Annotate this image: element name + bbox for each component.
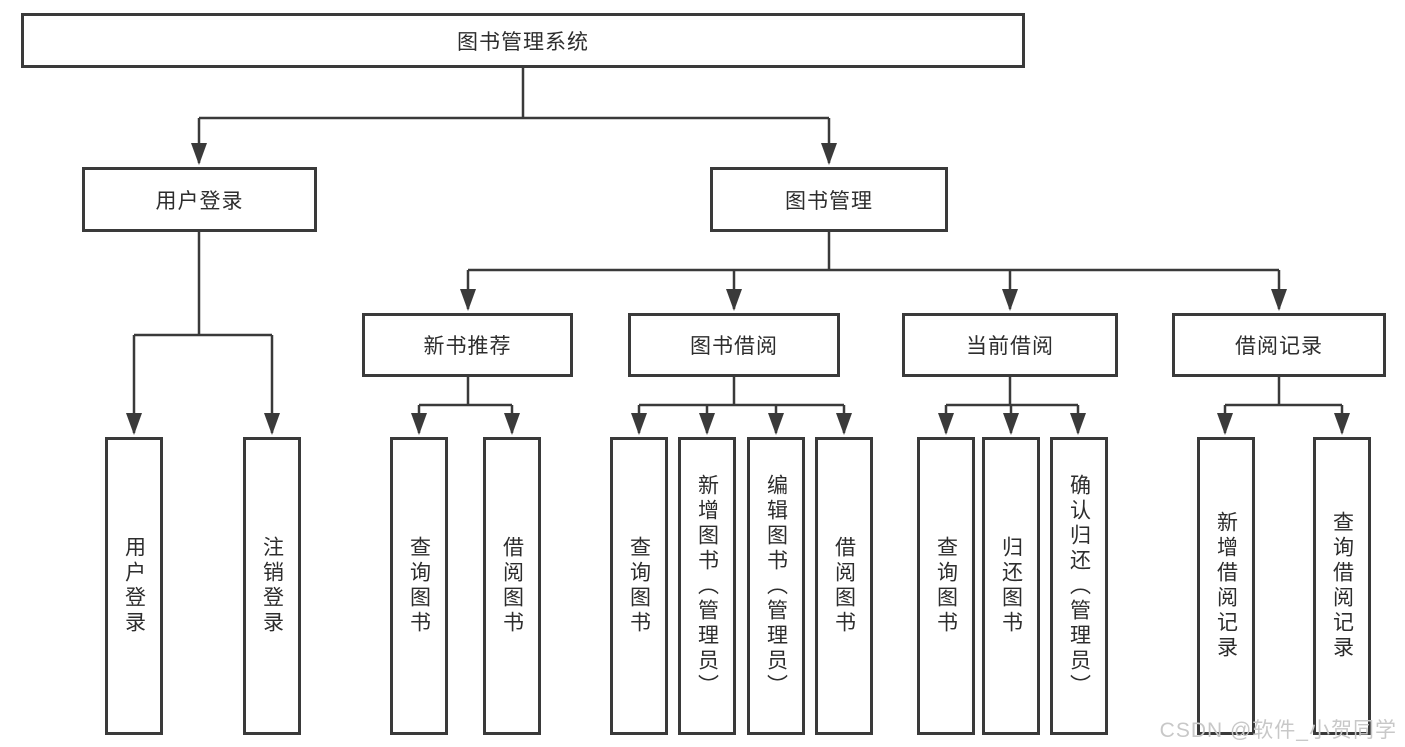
- leaf-query-borrow-record: 查询借阅记录: [1313, 437, 1371, 735]
- leaf-query-borrow-record-label: 查询借阅记录: [1330, 511, 1354, 661]
- node-current-borrowing-label: 当前借阅: [966, 335, 1054, 358]
- connector-trunks: [134, 68, 1342, 407]
- leaf-logout-action-label: 注销登录: [260, 536, 284, 636]
- node-book-management-label: 图书管理: [785, 189, 873, 213]
- node-current-borrowing: 当前借阅: [902, 313, 1118, 377]
- leaf-query-books-borrowing: 查询图书: [610, 437, 668, 735]
- node-root-label: 图书管理系统: [457, 30, 589, 54]
- node-book-borrowing-label: 图书借阅: [690, 335, 778, 358]
- node-user-login: 用户登录: [82, 167, 317, 232]
- leaf-add-books-admin: 新增图书（管理员）: [678, 437, 736, 735]
- leaf-logout-action: 注销登录: [243, 437, 301, 735]
- leaf-add-borrow-record-label: 新增借阅记录: [1214, 511, 1238, 661]
- leaf-add-books-admin-label: 新增图书（管理员）: [695, 473, 719, 699]
- leaf-query-books-borrowing-label: 查询图书: [627, 536, 651, 636]
- leaf-query-books-recommend-label: 查询图书: [407, 536, 431, 636]
- leaf-edit-books-admin: 编辑图书（管理员）: [747, 437, 805, 735]
- leaf-borrow-books-recommend-label: 借阅图书: [500, 536, 524, 636]
- leaf-add-borrow-record: 新增借阅记录: [1197, 437, 1255, 735]
- node-borrowing-records: 借阅记录: [1172, 313, 1386, 377]
- node-new-book-recommend-label: 新书推荐: [423, 335, 512, 358]
- leaf-query-books-current: 查询图书: [917, 437, 975, 735]
- leaf-return-books: 归还图书: [982, 437, 1040, 735]
- leaf-user-login-action: 用户登录: [105, 437, 163, 735]
- node-new-book-recommend: 新书推荐: [362, 313, 573, 377]
- leaf-confirm-return-admin: 确认归还（管理员）: [1050, 437, 1108, 735]
- leaf-borrow-books-borrowing-label: 借阅图书: [832, 536, 856, 636]
- leaf-edit-books-admin-label: 编辑图书（管理员）: [764, 473, 788, 699]
- node-root-system: 图书管理系统: [21, 13, 1025, 68]
- leaf-query-books-recommend: 查询图书: [390, 437, 448, 735]
- node-book-borrowing: 图书借阅: [628, 313, 840, 377]
- leaf-confirm-return-admin-label: 确认归还（管理员）: [1067, 473, 1091, 699]
- node-borrowing-records-label: 借阅记录: [1235, 335, 1323, 358]
- csdn-watermark: CSDN @软件_小贺同学: [1159, 719, 1397, 742]
- leaf-return-books-label: 归还图书: [999, 536, 1023, 636]
- leaf-borrow-books-borrowing: 借阅图书: [815, 437, 873, 735]
- node-user-login-label: 用户登录: [155, 189, 244, 213]
- leaf-borrow-books-recommend: 借阅图书: [483, 437, 541, 735]
- leaf-user-login-action-label: 用户登录: [122, 536, 146, 636]
- leaf-query-books-current-label: 查询图书: [934, 536, 958, 636]
- node-book-management: 图书管理: [710, 167, 948, 232]
